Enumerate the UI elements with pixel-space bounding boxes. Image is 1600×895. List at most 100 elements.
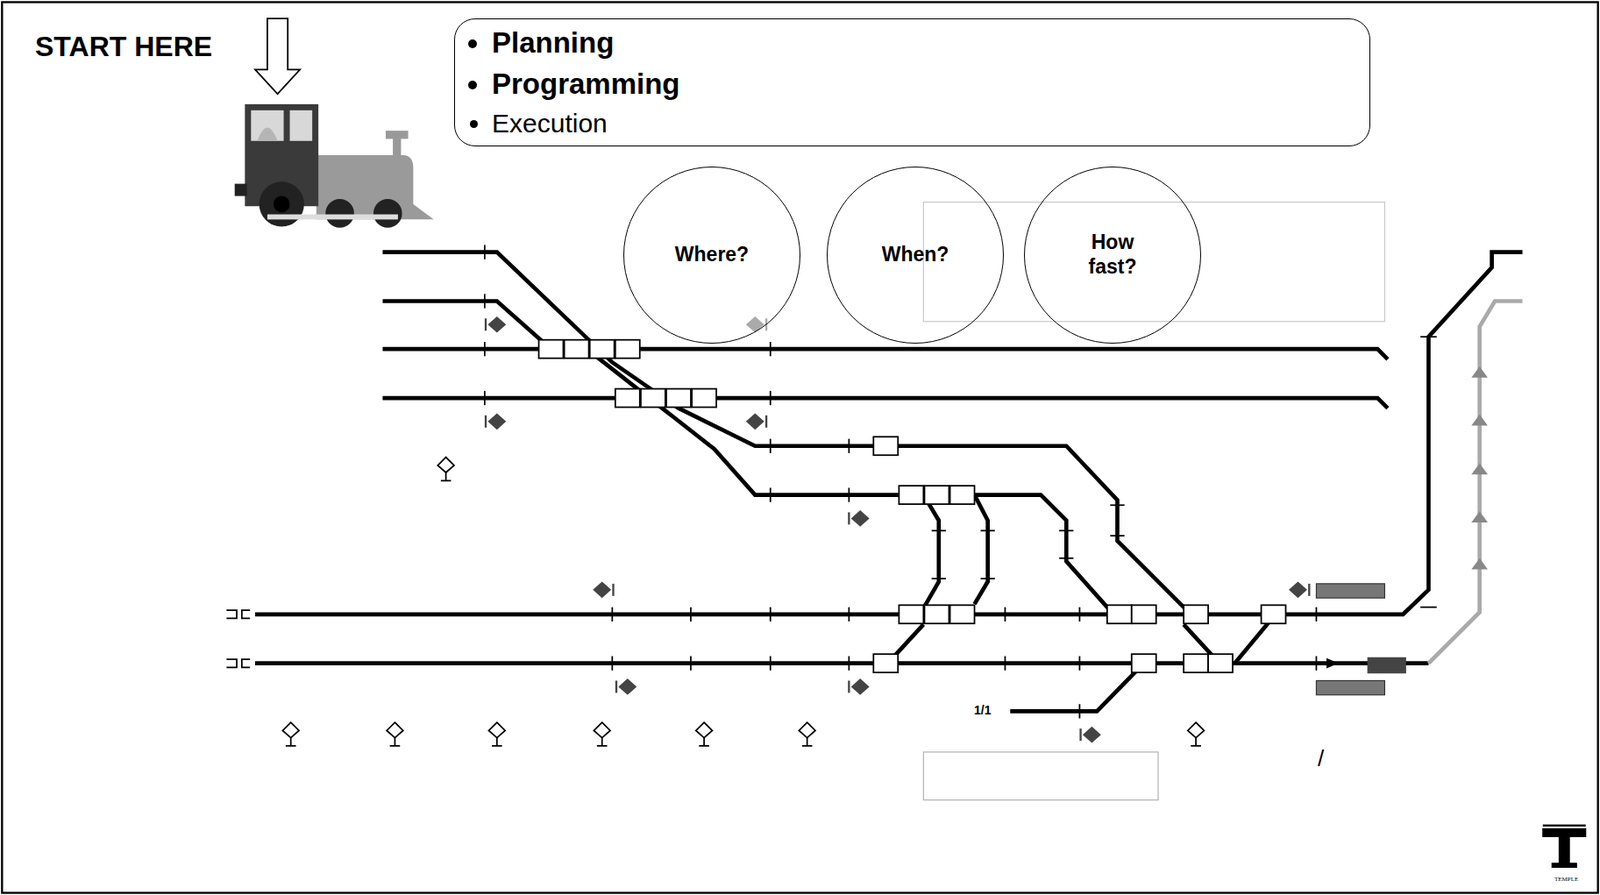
lamp-head bbox=[798, 722, 816, 738]
lamp-post bbox=[802, 738, 813, 747]
track-tick bbox=[769, 656, 772, 671]
lamp-head bbox=[489, 722, 506, 738]
lamp-head bbox=[593, 722, 611, 738]
platform bbox=[1315, 680, 1385, 695]
signal-head bbox=[487, 413, 506, 431]
placeholder-box bbox=[923, 202, 1385, 322]
switch-box bbox=[898, 604, 924, 624]
track-tick bbox=[847, 487, 850, 502]
track-tick bbox=[483, 391, 486, 406]
signal-bar bbox=[765, 415, 768, 428]
track-tick bbox=[483, 341, 486, 356]
switch-boxes bbox=[539, 340, 1287, 673]
grey-arrow bbox=[1471, 366, 1488, 378]
switch-box bbox=[1131, 654, 1157, 673]
signal-head bbox=[1082, 726, 1102, 744]
question-circle: How fast? bbox=[1024, 166, 1202, 344]
grey-arrow bbox=[1471, 558, 1488, 570]
signal-bar bbox=[847, 680, 850, 693]
start-arrow bbox=[255, 18, 300, 94]
logo-mark bbox=[1543, 828, 1586, 868]
bullet-list: PlanningProgrammingExecution bbox=[463, 22, 1352, 143]
lamp-post bbox=[491, 738, 503, 747]
lamp-head bbox=[282, 722, 299, 738]
lamp-post bbox=[698, 738, 710, 747]
signal-symbols bbox=[485, 316, 1309, 744]
track-tick bbox=[847, 656, 850, 671]
track-tick bbox=[483, 244, 486, 259]
track-ticks bbox=[484, 244, 1437, 719]
track-tick bbox=[1079, 656, 1081, 671]
switch-box bbox=[564, 340, 590, 359]
switch-box bbox=[1183, 654, 1209, 673]
track-tick bbox=[931, 577, 946, 580]
bullet-text: Programming bbox=[491, 67, 681, 100]
bullet-box: PlanningProgrammingExecution bbox=[454, 18, 1371, 147]
lamp-post bbox=[440, 472, 452, 481]
signal-head bbox=[746, 316, 765, 334]
circle-text: Where? bbox=[675, 242, 749, 268]
train-illustration bbox=[234, 104, 434, 228]
signal-bar bbox=[484, 318, 487, 331]
switch-box bbox=[924, 604, 949, 624]
signal-head bbox=[487, 316, 506, 334]
signal-bar bbox=[1308, 583, 1310, 597]
switch-box bbox=[1107, 604, 1132, 624]
grey-arrow bbox=[1471, 511, 1488, 523]
track-lines bbox=[255, 252, 1523, 712]
track-label: 1/1 bbox=[974, 703, 991, 718]
signal-bar bbox=[847, 512, 850, 525]
switch-box bbox=[873, 436, 898, 456]
start-label: START HERE bbox=[35, 30, 213, 64]
track-tick bbox=[931, 529, 946, 532]
lamp-post bbox=[1190, 738, 1202, 747]
signal-bar bbox=[765, 318, 768, 331]
lamp-post bbox=[390, 738, 401, 747]
small-train bbox=[1367, 657, 1407, 675]
lamp-post bbox=[285, 738, 297, 747]
grey-track bbox=[1428, 300, 1522, 663]
track-tick bbox=[1004, 607, 1007, 622]
track-tick bbox=[769, 487, 772, 502]
switch-box bbox=[1183, 604, 1209, 624]
logo-mark bbox=[1543, 824, 1586, 827]
track-tick bbox=[611, 607, 613, 622]
circle-text: When? bbox=[881, 242, 950, 268]
track-tick bbox=[981, 577, 996, 580]
track-tick bbox=[1079, 704, 1081, 719]
signal-head bbox=[618, 678, 637, 696]
slash-mark: / bbox=[1317, 745, 1324, 773]
signal-head bbox=[851, 678, 870, 696]
grey-arrow bbox=[1471, 463, 1488, 476]
track-tick bbox=[1315, 607, 1318, 622]
signal-bar bbox=[611, 583, 614, 597]
switch-box bbox=[615, 340, 640, 359]
track-tick bbox=[769, 341, 772, 356]
switch-box bbox=[950, 604, 975, 624]
bullet-item: Programming bbox=[491, 64, 1352, 106]
lamp-head bbox=[696, 722, 713, 738]
signal-bar bbox=[615, 680, 618, 693]
signal-head bbox=[851, 510, 870, 527]
signal-bar bbox=[484, 415, 487, 428]
track-tick bbox=[611, 656, 613, 671]
bullet-item: Planning bbox=[491, 22, 1352, 64]
switch-box bbox=[691, 389, 717, 408]
question-circle: Where? bbox=[623, 166, 801, 344]
track-tick bbox=[847, 439, 850, 454]
switch-box bbox=[873, 654, 898, 673]
switch-box bbox=[1131, 604, 1157, 624]
switch-box bbox=[539, 340, 564, 359]
lamp-head bbox=[1187, 722, 1205, 738]
track-tick bbox=[1109, 504, 1124, 506]
bullet-text: Execution bbox=[491, 108, 608, 138]
switch-box bbox=[898, 485, 924, 505]
signal-bar bbox=[1079, 728, 1081, 741]
lamp-post bbox=[597, 738, 608, 747]
grey-arrows bbox=[1471, 366, 1488, 570]
grey-arrow bbox=[1471, 414, 1488, 427]
lamp-symbols bbox=[282, 457, 1204, 747]
switch-box bbox=[666, 389, 691, 408]
track-tick bbox=[981, 529, 996, 532]
